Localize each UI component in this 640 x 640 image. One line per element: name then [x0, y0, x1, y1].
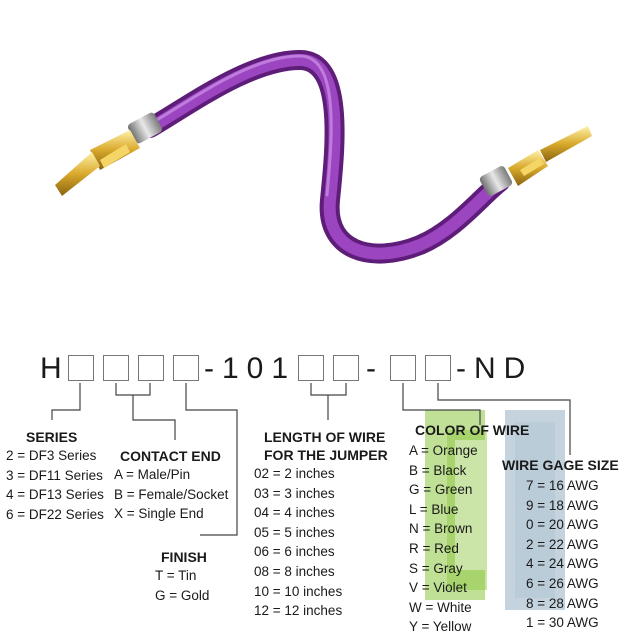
part-prefix: H [40, 352, 62, 385]
length-item: 02 = 2 inches [254, 466, 335, 481]
contact-end-legend: CONTACT END A = Male/Pin B = Female/Sock… [114, 447, 228, 524]
contact-end-item: A = Male/Pin [114, 467, 191, 482]
finish-item: G = Gold [155, 587, 210, 603]
color-title: COLOR OF WIRE [415, 422, 530, 438]
color-item: R = Red [409, 540, 459, 556]
series-item: 2 = DF3 Series [6, 448, 97, 463]
gage-item: 4 = 24 AWG [526, 556, 599, 572]
color-item: A = Orange [409, 443, 478, 458]
gage-item: 1 = 30 AWG [526, 615, 599, 631]
length-box-2 [333, 355, 359, 381]
color-item: V = Violet [409, 580, 467, 596]
length-item: 12 = 12 inches [254, 603, 343, 619]
color-item: S = Gray [409, 560, 463, 576]
length-item: 08 = 8 inches [254, 563, 335, 579]
gage-item: 8 = 28 AWG [526, 595, 599, 611]
series-item: 4 = DF13 Series [6, 487, 104, 503]
gage-item: 9 = 18 AWG [526, 497, 599, 513]
contact-end-title: CONTACT END [120, 448, 221, 464]
finish-box [173, 355, 199, 381]
length-item: 04 = 4 inches [254, 505, 335, 521]
series-item: 3 = DF11 Series [6, 467, 103, 483]
gage-item: 6 = 26 AWG [526, 575, 599, 591]
finish-legend: FINISH T = Tin G = Gold [155, 548, 209, 605]
series-item: 6 = DF22 Series [6, 506, 104, 522]
color-item: N = Brown [409, 521, 473, 537]
color-item: L = Blue [409, 501, 459, 517]
gage-box [425, 355, 451, 381]
right-contact [479, 126, 592, 196]
length-item: 03 = 3 inches [254, 485, 335, 501]
finish-item: T = Tin [155, 568, 197, 583]
contact-end-item: X = Single End [114, 506, 204, 522]
series-box [68, 355, 94, 381]
part-suffix: -ND [456, 352, 534, 385]
length-title-line2: FOR THE JUMPER [264, 447, 388, 463]
color-item: W = White [409, 599, 472, 615]
part-seg2: - [366, 352, 376, 385]
jumper-wire-photo [55, 49, 592, 264]
gage-legend: WIRE GAGE SIZE 7 = 16 AWG 9 = 18 AWG 0 =… [502, 456, 619, 633]
finish-title: FINISH [161, 549, 207, 565]
digikey-watermark-logo [425, 410, 565, 610]
length-legend: LENGTH OF WIRE FOR THE JUMPER 02 = 2 inc… [254, 428, 388, 621]
color-box [390, 355, 416, 381]
length-title-line1: LENGTH OF WIRE [264, 429, 386, 445]
color-item: B = Black [409, 462, 467, 478]
color-legend: COLOR OF WIRE A = Orange B = Black G = G… [409, 421, 529, 637]
length-item: 05 = 5 inches [254, 524, 335, 540]
contact-end-box-1 [103, 355, 129, 381]
length-box-1 [298, 355, 324, 381]
gage-item: 2 = 22 AWG [526, 536, 599, 552]
length-item: 10 = 10 inches [254, 583, 343, 599]
color-item: Y = Yellow [409, 619, 472, 635]
wire-highlight [144, 53, 506, 260]
contact-end-item: B = Female/Socket [114, 486, 229, 502]
left-contact [55, 112, 162, 196]
gage-item: 0 = 20 AWG [526, 517, 599, 533]
contact-end-box-2 [138, 355, 164, 381]
part-seg1: -101 [204, 352, 297, 385]
gage-item: 7 = 16 AWG [526, 478, 599, 493]
length-item: 06 = 6 inches [254, 544, 335, 560]
gage-title: WIRE GAGE SIZE [502, 457, 619, 473]
series-legend: SERIES 2 = DF3 Series 3 = DF11 Series 4 … [6, 428, 104, 524]
color-item: G = Green [409, 482, 473, 498]
series-title: SERIES [26, 429, 78, 445]
